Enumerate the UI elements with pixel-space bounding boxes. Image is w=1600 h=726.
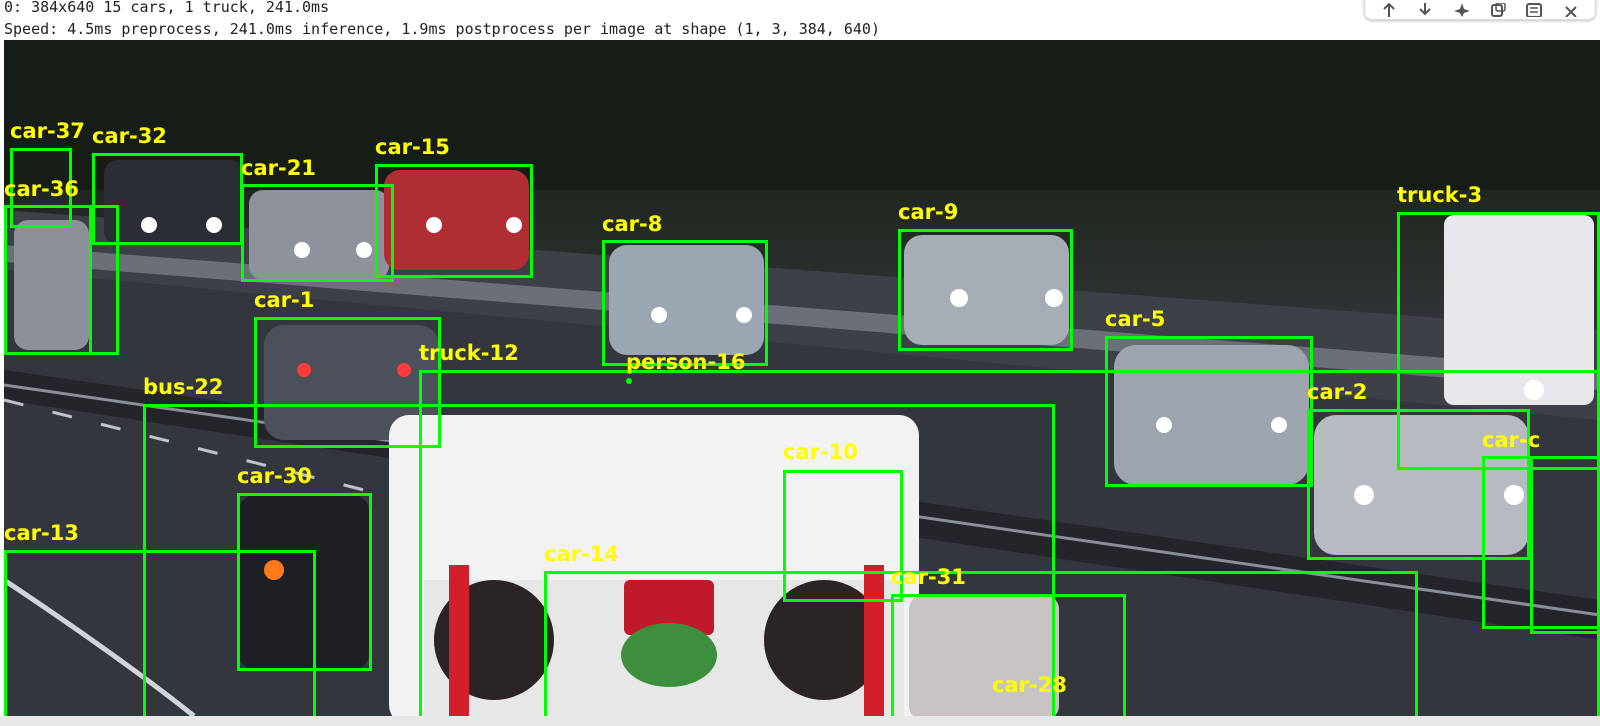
detection-box-car-13 xyxy=(4,550,316,716)
label-car-2: car-2 xyxy=(1307,380,1368,404)
arrow-up-icon[interactable] xyxy=(1374,0,1404,17)
detection-box-truck-3 xyxy=(1397,212,1600,470)
highway-scene-image xyxy=(4,40,1600,716)
label-car-8: car-8 xyxy=(602,212,663,236)
arrow-down-icon[interactable] xyxy=(1410,0,1440,17)
detection-point-person-16 xyxy=(626,378,632,384)
label-bus-22: bus-22 xyxy=(143,375,224,399)
label-car-10: car-10 xyxy=(783,440,858,464)
label-car-5: car-5 xyxy=(1105,307,1166,331)
label-person-16: person-16 xyxy=(626,350,746,374)
detection-box-car-10 xyxy=(783,470,903,602)
label-truck-3: truck-3 xyxy=(1397,183,1483,207)
label-car-37: car-37 xyxy=(10,119,85,143)
output-speed-line: Speed: 4.5ms preprocess, 241.0ms inferen… xyxy=(4,20,880,38)
notes-icon[interactable] xyxy=(1519,0,1549,17)
output-scroll-area xyxy=(0,716,1600,726)
label-car-32: car-32 xyxy=(92,124,167,148)
label-car-14: car-14 xyxy=(544,542,619,566)
detection-box-car-9 xyxy=(898,229,1073,351)
detection-box-car-30 xyxy=(237,493,372,671)
label-car-15: car-15 xyxy=(375,135,450,159)
detection-box-car-15 xyxy=(375,164,533,278)
label-car-21: car-21 xyxy=(241,156,316,180)
detection-box-car-1 xyxy=(254,317,441,448)
detection-box-bus-22 xyxy=(143,404,1055,716)
detection-box-car-c-2 xyxy=(1530,456,1600,634)
detection-box-car-2 xyxy=(1307,409,1530,560)
label-car-13: car-13 xyxy=(4,521,79,545)
label-car-30: car-30 xyxy=(237,464,312,488)
label-car-1: car-1 xyxy=(254,288,315,312)
label-truck-12: truck-12 xyxy=(419,341,519,365)
label-car-c: car-c xyxy=(1482,428,1541,452)
copy-icon[interactable] xyxy=(1483,0,1513,17)
detection-box-car-14 xyxy=(544,571,1418,716)
detection-box-car-8 xyxy=(602,240,768,366)
sparkle-icon[interactable] xyxy=(1447,0,1477,17)
output-summary-line: 0: 384x640 15 cars, 1 truck, 241.0ms xyxy=(4,0,330,16)
detection-box-car-37 xyxy=(10,148,72,228)
label-car-36: car-36 xyxy=(4,177,79,201)
label-car-31: car-31 xyxy=(891,565,966,589)
detection-box-car-31 xyxy=(891,594,1126,716)
cell-toolbar xyxy=(1364,0,1596,20)
detection-box-car-36-inner xyxy=(4,205,92,355)
label-car-9: car-9 xyxy=(898,200,959,224)
detection-output-image: car-37 car-32 car-36 car-21 car-15 car-8… xyxy=(4,40,1600,716)
detection-box-car-21 xyxy=(241,184,394,282)
close-icon[interactable] xyxy=(1556,0,1586,17)
label-car-28: car-28 xyxy=(992,673,1067,697)
